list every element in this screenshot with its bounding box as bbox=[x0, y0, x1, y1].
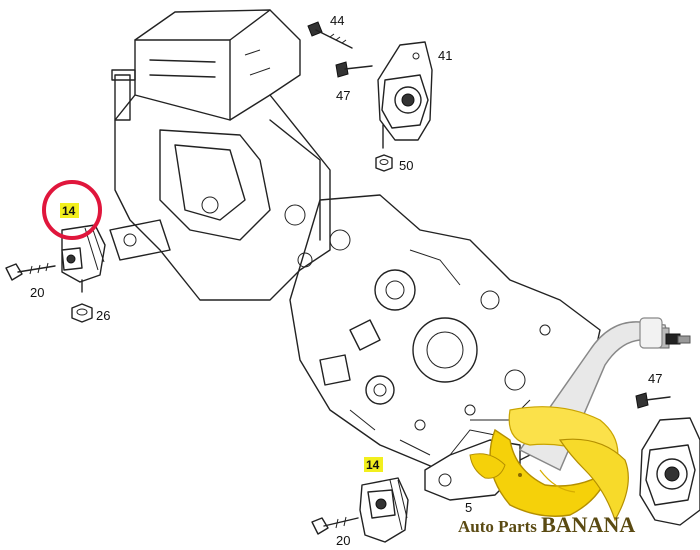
bolt-20-top bbox=[5, 262, 56, 281]
callout-44: 44 bbox=[330, 13, 344, 28]
banana-logo bbox=[469, 406, 629, 522]
callout-5: 5 bbox=[465, 500, 472, 515]
callout-26: 26 bbox=[96, 308, 110, 323]
callout-41: 41 bbox=[438, 48, 452, 63]
callout-20-top: 20 bbox=[30, 285, 44, 300]
callout-47-right: 47 bbox=[648, 371, 662, 386]
watermark-brand-name: BANANA bbox=[541, 512, 635, 537]
nut-50 bbox=[375, 154, 393, 172]
bolt-47-right bbox=[635, 392, 671, 409]
watermark-brand-prefix: Auto Parts bbox=[458, 517, 541, 536]
nut-26 bbox=[71, 303, 93, 323]
engine-mount-14-bottom bbox=[359, 477, 409, 543]
watermark-brand: Auto Parts BANANA bbox=[458, 512, 635, 537]
callout-50: 50 bbox=[399, 158, 413, 173]
engine-mount-41 bbox=[377, 41, 433, 149]
callout-14-bottom-highlight bbox=[364, 457, 383, 472]
highlight-circle bbox=[42, 180, 102, 240]
engine-mount-right bbox=[639, 417, 700, 526]
engine-block bbox=[109, 9, 331, 301]
callout-14-top-highlight bbox=[60, 203, 79, 218]
bolt-47-top bbox=[335, 61, 373, 78]
callout-20-bottom: 20 bbox=[336, 533, 350, 548]
callout-14-top: 14 bbox=[62, 204, 76, 218]
callout-14-bottom: 14 bbox=[366, 458, 380, 472]
bolt-44 bbox=[307, 21, 353, 49]
bolt-20-bottom bbox=[311, 516, 359, 535]
callout-47-top: 47 bbox=[336, 88, 350, 103]
